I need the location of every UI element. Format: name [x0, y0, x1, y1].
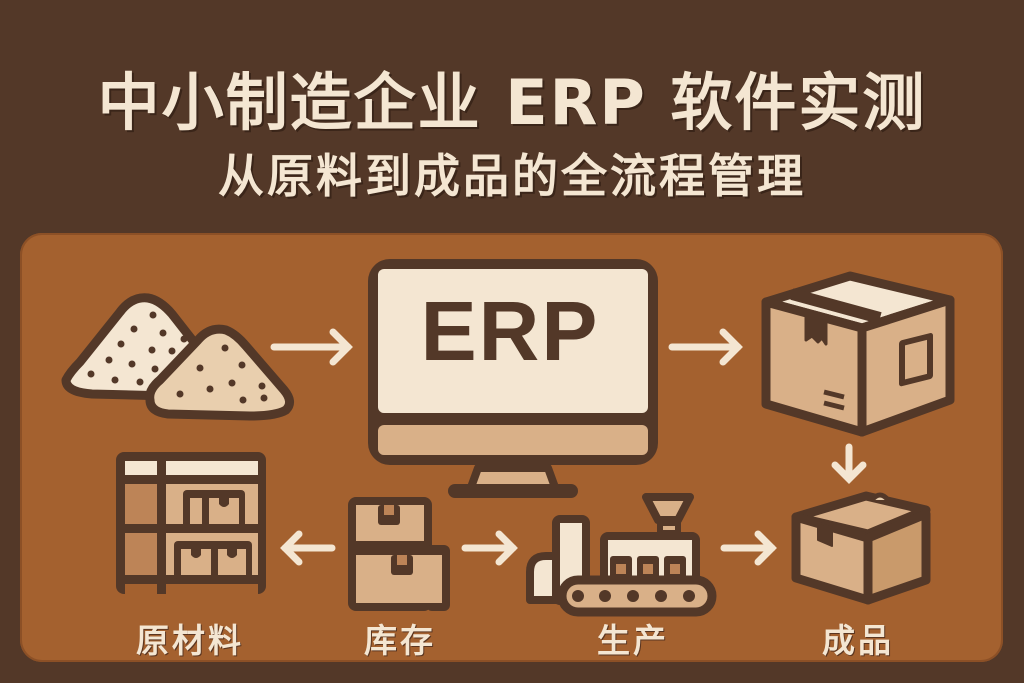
- computer-monitor-icon: [368, 259, 658, 498]
- arrow-right-icon: [270, 328, 353, 366]
- factory-conveyor-icon: [526, 493, 717, 617]
- node-label-production: 生产: [597, 621, 669, 660]
- arrow-right-icon: [720, 530, 777, 566]
- node-label-inventory: 库存: [364, 621, 436, 660]
- arrow-left-icon: [280, 530, 336, 566]
- warehouse-shelf-icon: [116, 452, 266, 598]
- open-box-icon: [791, 491, 931, 605]
- erp-screen-label: ERP: [420, 284, 600, 378]
- page-subtitle: 从原料到成品的全流程管理: [218, 149, 806, 203]
- arrow-right-icon: [461, 530, 518, 566]
- node-label-finished-goods: 成品: [822, 621, 894, 660]
- page-title: 中小制造企业 ERP 软件实测: [97, 66, 927, 139]
- arrow-right-icon: [668, 328, 743, 366]
- material-piles-icon: [61, 293, 294, 421]
- stacked-boxes-icon: [348, 497, 450, 611]
- node-label-raw-materials: 原材料: [136, 621, 244, 660]
- cardboard-box-icon: [761, 271, 955, 437]
- arrow-down-icon: [831, 443, 867, 484]
